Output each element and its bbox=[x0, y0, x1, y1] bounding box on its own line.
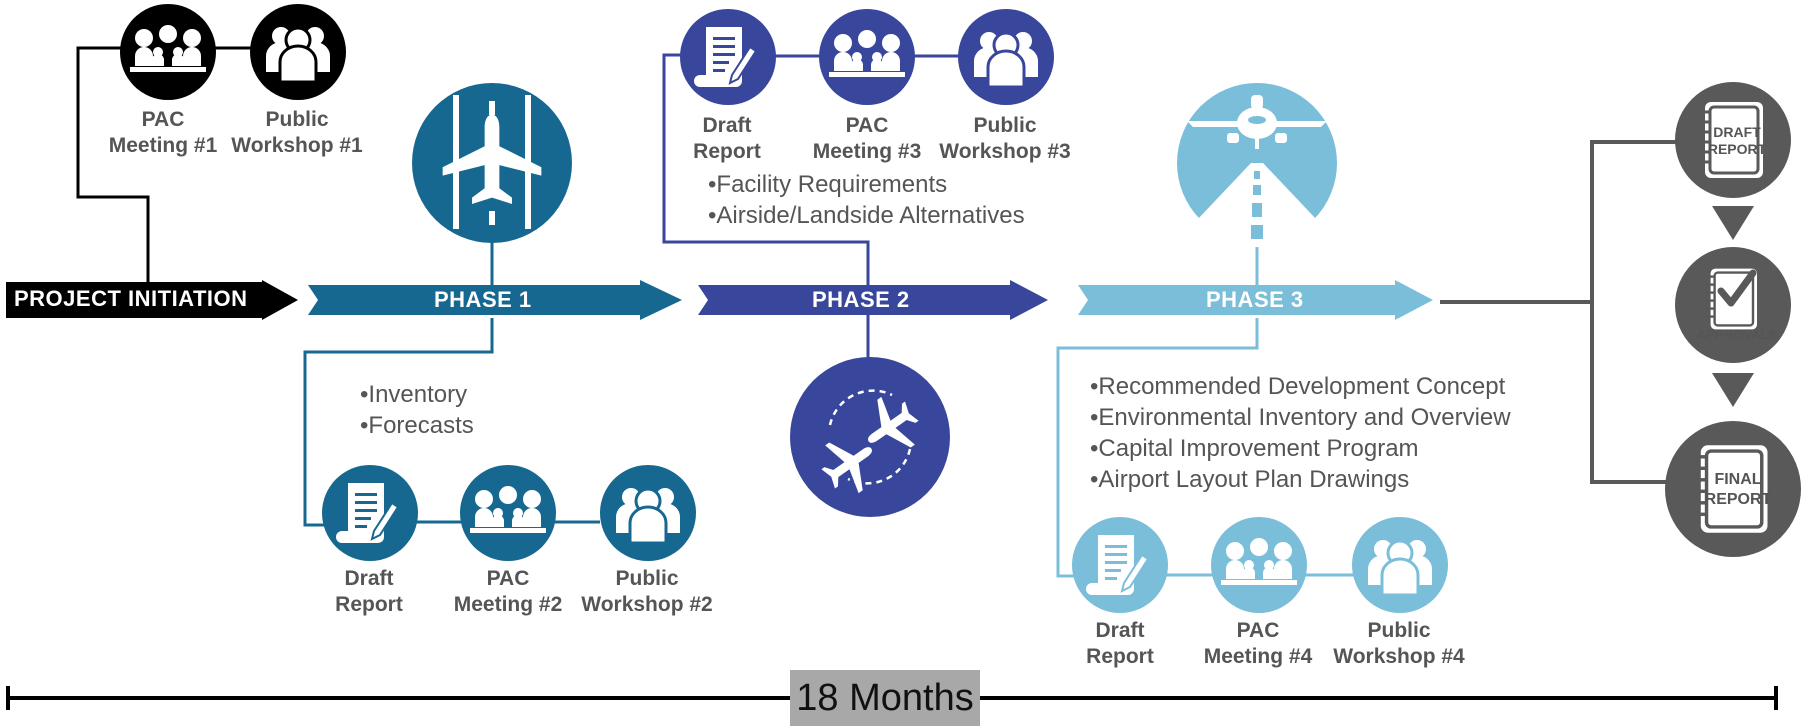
phase3-bullets: Recommended Development ConceptEnvironme… bbox=[1090, 371, 1510, 495]
public-workshop-2-icon bbox=[600, 465, 696, 561]
airplane-landing-icon bbox=[1177, 83, 1337, 248]
phase2-label: PHASE 2 bbox=[812, 287, 910, 312]
pac-meeting-4-icon bbox=[1211, 517, 1307, 613]
runway-airplane-icon bbox=[412, 83, 572, 243]
phase1-bullets: InventoryForecasts bbox=[360, 379, 473, 441]
final-draft-report-icon bbox=[1675, 82, 1791, 198]
public-workshop-1-icon bbox=[250, 4, 346, 100]
phase3-label: PHASE 3 bbox=[1206, 287, 1304, 312]
draft-report-2-icon bbox=[322, 465, 418, 561]
connector-final bbox=[1440, 140, 1730, 484]
phase1-arrow bbox=[308, 280, 682, 320]
phase2-arrow bbox=[698, 280, 1048, 320]
phase3-arrow bbox=[1078, 280, 1433, 320]
public-workshop-4-icon bbox=[1352, 517, 1448, 613]
draft-report-4-icon bbox=[1072, 517, 1168, 613]
draft-report-3-icon bbox=[680, 9, 776, 105]
pac-meeting-2-icon bbox=[460, 465, 556, 561]
circling-airplanes-icon bbox=[790, 357, 950, 517]
pac-meeting-3-icon bbox=[819, 9, 915, 105]
phase1-label: PHASE 1 bbox=[434, 287, 532, 312]
phase2-bullets: Facility RequirementsAirside/Landside Al… bbox=[708, 169, 1024, 231]
pac-meeting-1-icon bbox=[120, 4, 216, 100]
project-initiation-arrow bbox=[6, 280, 298, 320]
approvals-icon bbox=[1675, 247, 1791, 363]
approvals-label: APPROVALS bbox=[1697, 327, 1777, 342]
down-arrow-1 bbox=[1712, 206, 1754, 240]
timeline-label: 18 Months bbox=[790, 670, 980, 726]
public-workshop-3-icon bbox=[958, 9, 1054, 105]
project-initiation-label: PROJECT INITIATION bbox=[14, 286, 248, 311]
final-report-icon bbox=[1665, 421, 1801, 557]
down-arrow-2 bbox=[1712, 373, 1754, 407]
